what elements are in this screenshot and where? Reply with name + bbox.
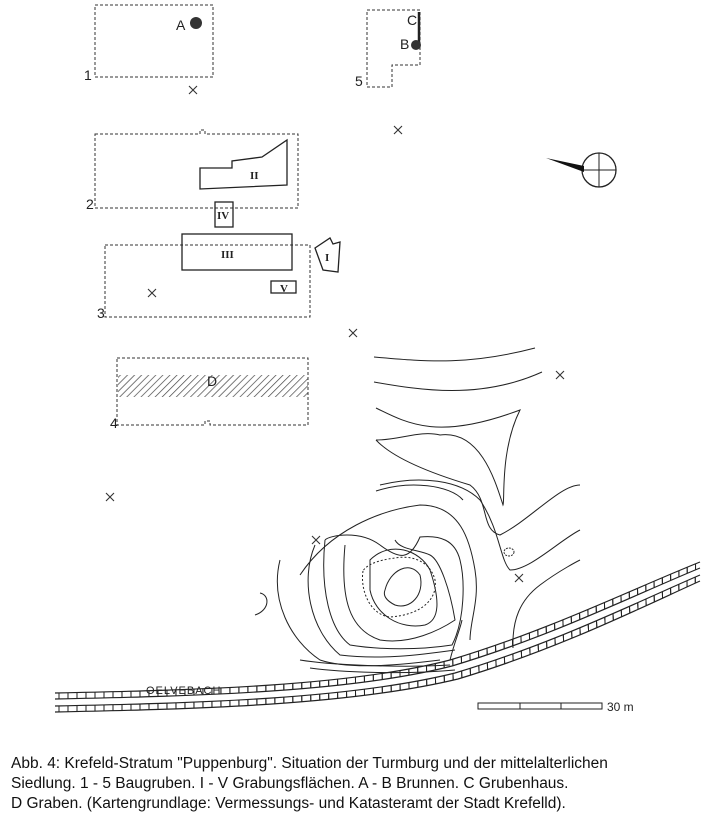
- well-b-marker: [411, 40, 421, 50]
- site-plan-map: 1 2 3 4 5 A B C D I II III IV V: [54, 4, 701, 714]
- pit-5-outline: [366, 9, 421, 88]
- survey-crosses: [105, 85, 565, 583]
- label-area-iv: IV: [217, 210, 229, 222]
- label-pit-5: 5: [355, 73, 363, 89]
- area-v-outline: [270, 280, 297, 294]
- stream-ticks: [58, 563, 697, 712]
- pit-2-outline: [94, 129, 299, 209]
- label-area-iii: III: [221, 249, 234, 261]
- label-area-ii: II: [250, 170, 259, 182]
- label-pit-3: 3: [97, 305, 105, 321]
- label-pit-4: 4: [110, 415, 118, 431]
- inner-contour-dashed: [361, 556, 436, 618]
- label-grubenhaus-c: C: [407, 12, 417, 28]
- caption-line-1: Abb. 4: Krefeld-Stratum "Puppenburg". Si…: [11, 755, 608, 772]
- label-ditch-d: D: [207, 373, 217, 389]
- stream-channel: [54, 561, 701, 713]
- label-well-b: B: [400, 36, 409, 52]
- area-ii-outline: [199, 138, 288, 190]
- scale-bar: 30 m: [477, 700, 634, 714]
- label-area-i: I: [325, 252, 329, 264]
- contour-lines: [254, 347, 581, 674]
- caption-line-2: Siedlung. 1 - 5 Baugruben. I - V Grabung…: [11, 775, 569, 792]
- caption-line-3: D Graben. (Kartengrundlage: Vermessungs-…: [11, 795, 566, 812]
- label-area-v: V: [280, 283, 288, 295]
- well-a-marker: [190, 17, 202, 29]
- pit-3-outline: [104, 244, 311, 318]
- figure-caption: Abb. 4: Krefeld-Stratum "Puppenburg". Si…: [11, 754, 608, 814]
- area-i-outline: [314, 237, 341, 273]
- area-iii-outline: [181, 233, 293, 271]
- small-depression: [503, 547, 515, 557]
- label-well-a: A: [176, 17, 186, 33]
- pit-4-outline: [116, 357, 309, 426]
- pit-1-outline: [94, 4, 214, 78]
- north-arrow-icon: [546, 152, 617, 188]
- area-iv-outline: [214, 201, 234, 228]
- label-pit-2: 2: [86, 196, 94, 212]
- scale-label: 30 m: [607, 700, 634, 714]
- label-stream-oelvebach: OELVEBACH: [146, 685, 221, 697]
- ditch-d-hatch: [118, 375, 308, 397]
- label-pit-1: 1: [84, 67, 92, 83]
